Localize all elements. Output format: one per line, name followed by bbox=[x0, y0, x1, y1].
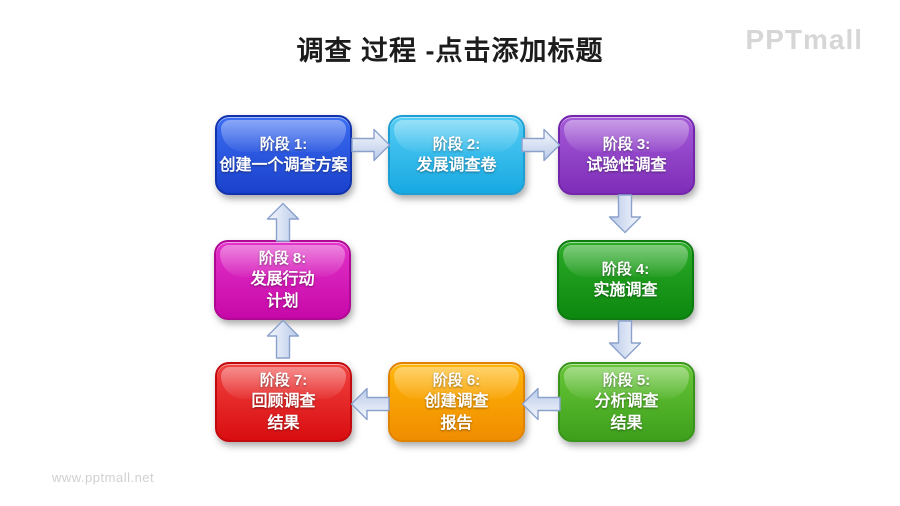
arrow-stage5-to-stage6-icon bbox=[521, 384, 561, 424]
stage-box-4[interactable]: 阶段 4: 实施调查 bbox=[557, 240, 694, 320]
stage-5-label: 阶段 5: bbox=[602, 371, 651, 389]
stage-4-name: 实施调查 bbox=[593, 281, 658, 299]
pptmall-logo[interactable]: PPTmall bbox=[745, 24, 863, 55]
stage-box-2[interactable]: 阶段 2: 发展调查卷 bbox=[388, 115, 525, 195]
stage-7-name: 回顾调查 结果 bbox=[251, 392, 316, 432]
stage-box-5[interactable]: 阶段 5: 分析调查 结果 bbox=[558, 362, 695, 442]
stage-3-name: 试验性调查 bbox=[586, 156, 667, 174]
stage-2-label: 阶段 2: bbox=[432, 135, 481, 153]
stage-2-name: 发展调查卷 bbox=[416, 156, 497, 174]
arrow-stage4-to-stage5-icon bbox=[605, 320, 645, 360]
stage-box-7[interactable]: 阶段 7: 回顾调查 结果 bbox=[215, 362, 352, 442]
stage-6-label: 阶段 6: bbox=[432, 371, 481, 389]
stage-7-label: 阶段 7: bbox=[259, 371, 308, 389]
stage-8-label: 阶段 8: bbox=[258, 249, 307, 267]
arrow-stage3-to-stage4-icon bbox=[605, 194, 645, 234]
stage-1-label: 阶段 1: bbox=[259, 135, 308, 153]
stage-8-name: 发展行动 计划 bbox=[250, 270, 315, 310]
stage-5-name: 分析调查 结果 bbox=[594, 392, 659, 432]
stage-1-name: 创建一个调查方案 bbox=[219, 156, 348, 174]
arrow-stage1-to-stage2-icon bbox=[351, 125, 391, 165]
stage-box-6[interactable]: 阶段 6: 创建调查 报告 bbox=[388, 362, 525, 442]
stage-box-8[interactable]: 阶段 8: 发展行动 计划 bbox=[214, 240, 351, 320]
page-title: 调查 过程 -点击添加标题 bbox=[296, 36, 604, 66]
stage-box-1[interactable]: 阶段 1: 创建一个调查方案 bbox=[215, 115, 352, 195]
watermark-url[interactable]: www.pptmall.net bbox=[52, 470, 155, 485]
stage-box-3[interactable]: 阶段 3: 试验性调查 bbox=[558, 115, 695, 195]
stage-6-name: 创建调查 报告 bbox=[424, 392, 489, 432]
stage-4-label: 阶段 4: bbox=[601, 260, 650, 278]
arrow-stage2-to-stage3-icon bbox=[521, 125, 561, 165]
arrow-stage6-to-stage7-icon bbox=[350, 384, 390, 424]
arrow-stage7-to-stage8-icon bbox=[263, 319, 303, 359]
stage-3-label: 阶段 3: bbox=[602, 135, 651, 153]
arrow-stage8-to-stage1-icon bbox=[263, 202, 303, 242]
